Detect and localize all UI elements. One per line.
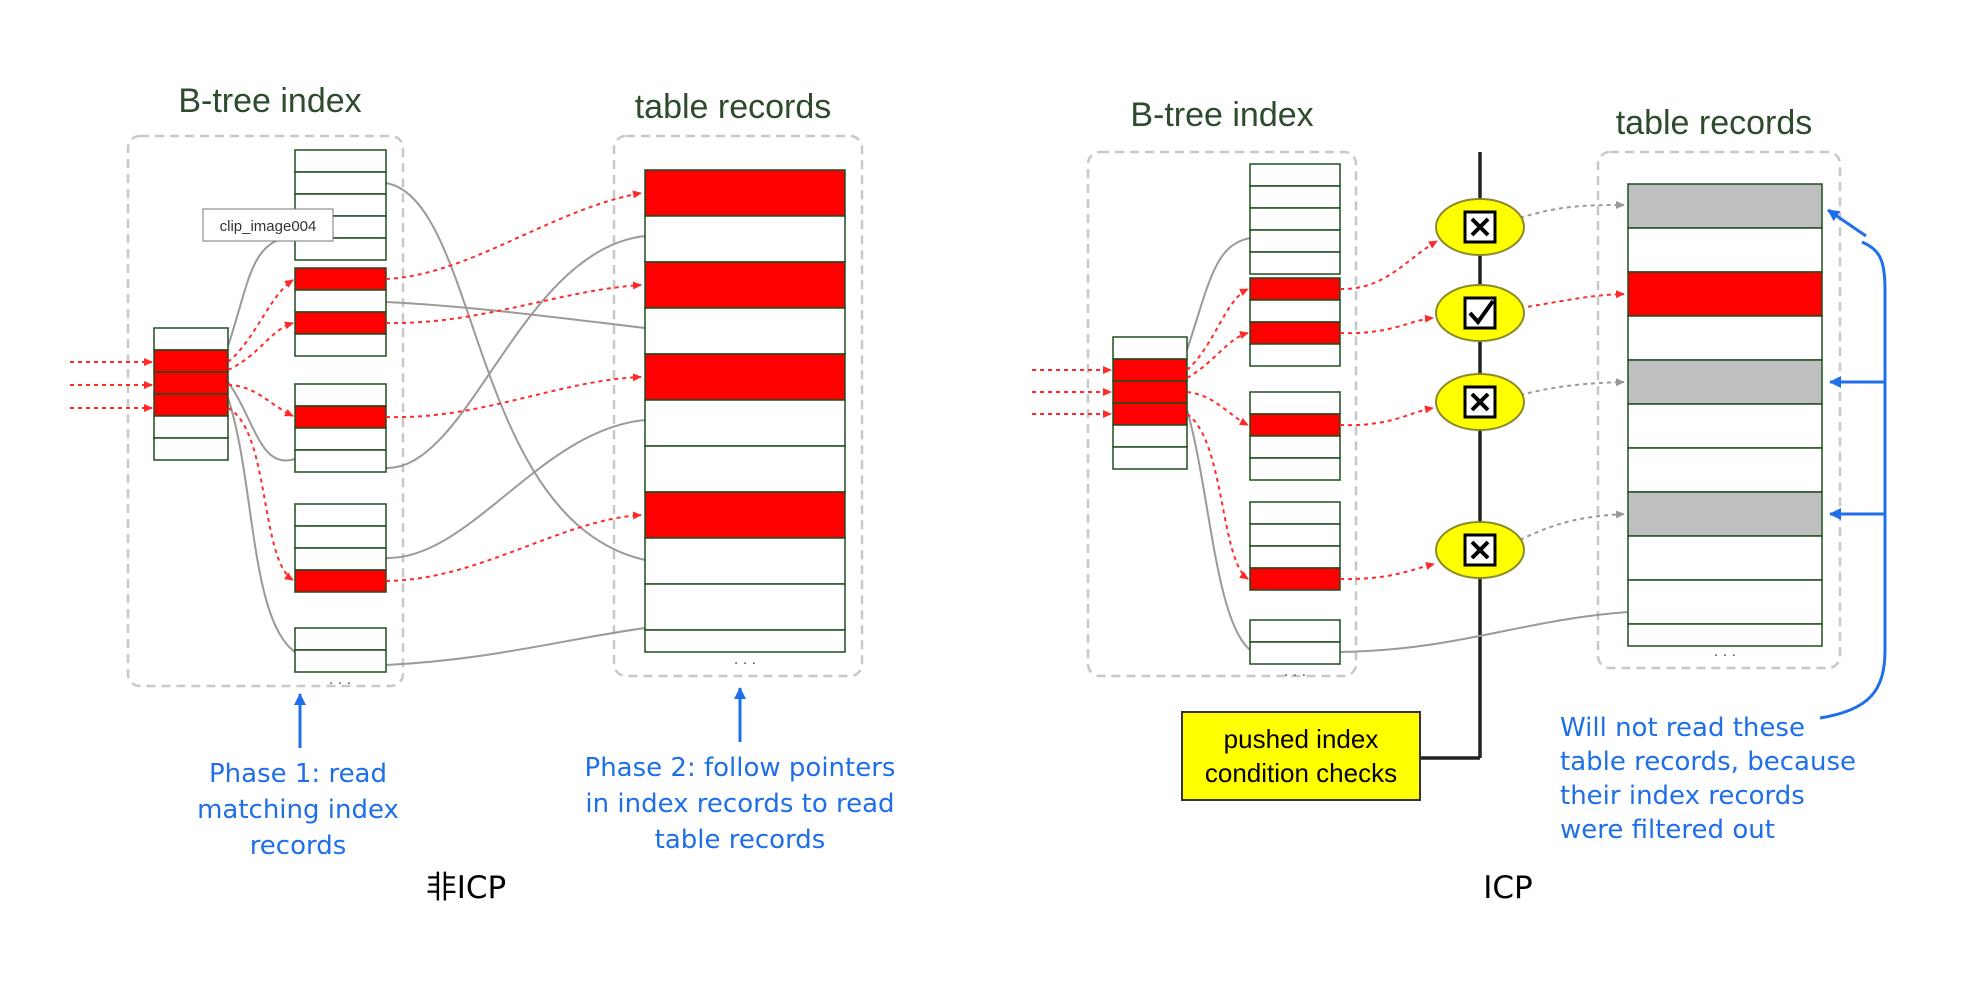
left-table-group (612, 134, 864, 678)
image-tooltip: clip_image004 (202, 208, 334, 242)
svg-text:Phase 1: read: Phase 1: read (209, 759, 387, 789)
svg-text:condition checks: condition checks (1205, 758, 1397, 788)
right-table-records (1627, 183, 1823, 647)
filtered-out-note: Will not read these table records, becau… (1560, 713, 1856, 845)
right-gray-pointers (1186, 237, 1629, 653)
x-box-icon (1463, 533, 1497, 567)
svg-text:records: records (250, 831, 347, 861)
left-leaf-ellipsis: . . . (329, 671, 351, 688)
left-diagram: B-tree index table records (70, 82, 895, 906)
right-caption: ICP (1483, 870, 1532, 906)
left-leaf-nodes (294, 149, 387, 673)
svg-text:in index records to read: in index records to read (585, 789, 894, 819)
svg-text:were filtered out: were filtered out (1560, 815, 1775, 845)
left-table-ellipsis: . . . (734, 651, 756, 668)
right-table-group (1596, 150, 1842, 670)
right-table-ellipsis: . . . (1714, 643, 1736, 660)
right-leaf-nodes (1249, 163, 1341, 665)
left-record-pointer-arrows (385, 190, 642, 582)
right-btree-title: B-tree index (1130, 96, 1313, 134)
pushed-index-condition-box: pushed index condition checks (1181, 711, 1421, 801)
right-table-title: table records (1616, 104, 1813, 142)
right-check-to-table-arrows (1519, 201, 1625, 541)
svg-text:table records: table records (655, 825, 826, 855)
condition-check-4 (1435, 521, 1525, 579)
filtered-records-bracket (1819, 208, 1887, 720)
left-caption: 非ICP (426, 870, 506, 906)
svg-text:their index records: their index records (1560, 781, 1805, 811)
phase2-note: Phase 2: follow pointers in index record… (585, 753, 896, 855)
right-incoming-arrows (1032, 366, 1112, 418)
phase1-note: Phase 1: read matching index records (197, 759, 399, 861)
left-table-title: table records (635, 88, 832, 126)
left-root-node (153, 327, 229, 461)
right-index-arrows (1186, 288, 1249, 580)
left-btree-title: B-tree index (178, 82, 361, 120)
condition-check-1 (1435, 198, 1525, 256)
right-root-node (1112, 336, 1188, 470)
svg-text:matching index: matching index (197, 795, 399, 825)
left-table-records (644, 169, 846, 653)
condition-check-3 (1435, 373, 1525, 431)
left-gray-pointers (227, 182, 646, 666)
x-box-icon (1463, 385, 1497, 419)
right-diagram: B-tree index table records (1032, 96, 1887, 906)
svg-text:pushed index: pushed index (1224, 724, 1379, 754)
x-box-icon (1463, 210, 1497, 244)
tooltip-text: clip_image004 (220, 218, 317, 235)
right-leaf-to-check-arrows (1339, 240, 1438, 581)
svg-text:Phase 2: follow pointers: Phase 2: follow pointers (585, 753, 896, 783)
left-incoming-arrows (70, 358, 153, 412)
left-btree-group (126, 134, 405, 688)
left-index-arrows (227, 279, 294, 581)
svg-text:table records, because: table records, because (1560, 747, 1856, 777)
check-box-icon (1463, 296, 1497, 330)
condition-check-2 (1435, 284, 1525, 342)
right-leaf-ellipsis: . . . (1284, 663, 1306, 680)
svg-text:Will not read these: Will not read these (1560, 713, 1805, 743)
